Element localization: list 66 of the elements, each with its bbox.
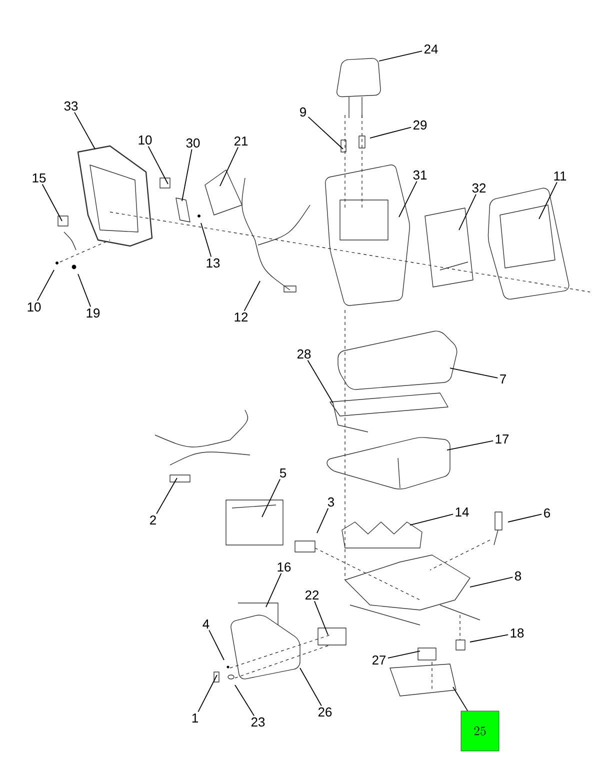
callout-number: 23 [251, 717, 265, 727]
callout-number: 3 [328, 497, 334, 507]
leader-line [244, 280, 260, 312]
callout-number: 31 [413, 170, 427, 180]
callout-number: 5 [280, 468, 286, 478]
leader-line [148, 146, 168, 184]
leader-line [538, 182, 558, 220]
callout-number: 9 [300, 107, 306, 117]
leader-line [410, 514, 454, 526]
callout-number: 6 [544, 508, 550, 518]
leader-line [156, 478, 178, 514]
callout-number: 26 [318, 707, 332, 717]
leader-line [470, 634, 509, 642]
callout-number: 15 [32, 174, 46, 183]
callout-number: 10 [28, 302, 41, 312]
callout-number: 2 [150, 515, 156, 525]
callout-number: 8 [514, 571, 522, 581]
highlighted-callout-number: 25 [460, 710, 500, 752]
leader-line [208, 630, 224, 660]
callout-number: 29 [413, 120, 427, 130]
leader-line [78, 274, 92, 308]
leader-line [234, 684, 255, 716]
leader-line [458, 194, 476, 230]
callout-number: 19 [86, 308, 100, 318]
leader-line [450, 368, 498, 378]
leader-line [398, 180, 418, 218]
leader-line [200, 222, 212, 258]
callout-number: 30 [186, 138, 200, 148]
callout-number: 12 [234, 312, 248, 322]
callout-number: 1 [192, 714, 198, 722]
callout-number: 10 [138, 135, 152, 145]
leader-line [314, 600, 328, 636]
callout-number: 18 [510, 628, 524, 638]
leader-line [470, 576, 514, 588]
callout-number: 27 [372, 655, 386, 665]
callout-number: 11 [554, 172, 566, 180]
callout-number: 28 [297, 349, 311, 359]
leader-line [446, 440, 494, 450]
callout-number: 33 [64, 101, 78, 111]
leader-line [508, 514, 542, 522]
callout-number: 14 [456, 508, 469, 516]
callout-number: 7 [500, 374, 506, 384]
callout-number: 17 [496, 434, 509, 444]
leader-line [387, 650, 420, 658]
callout-number: 22 [305, 590, 319, 600]
leader-line [308, 116, 344, 150]
callout-number: 24 [424, 44, 438, 54]
callout-number: 4 [202, 620, 210, 628]
leader-line [36, 270, 54, 302]
leader-line [262, 478, 280, 518]
leader-line [300, 668, 322, 706]
leader-line [198, 674, 218, 712]
callout-number: 16 [278, 562, 291, 572]
leader-line [266, 572, 282, 608]
callout-number: 32 [472, 183, 486, 193]
leader-line [378, 50, 423, 62]
leader-line [370, 126, 412, 138]
leader-line [316, 508, 329, 534]
leader-line [452, 686, 468, 712]
callout-number: 21 [234, 136, 248, 146]
leader-line [307, 360, 334, 404]
leader-line [42, 184, 62, 222]
leader-line [182, 148, 192, 202]
callout-number: 13 [206, 258, 220, 268]
leader-line [220, 146, 239, 186]
leader-line [74, 112, 96, 150]
